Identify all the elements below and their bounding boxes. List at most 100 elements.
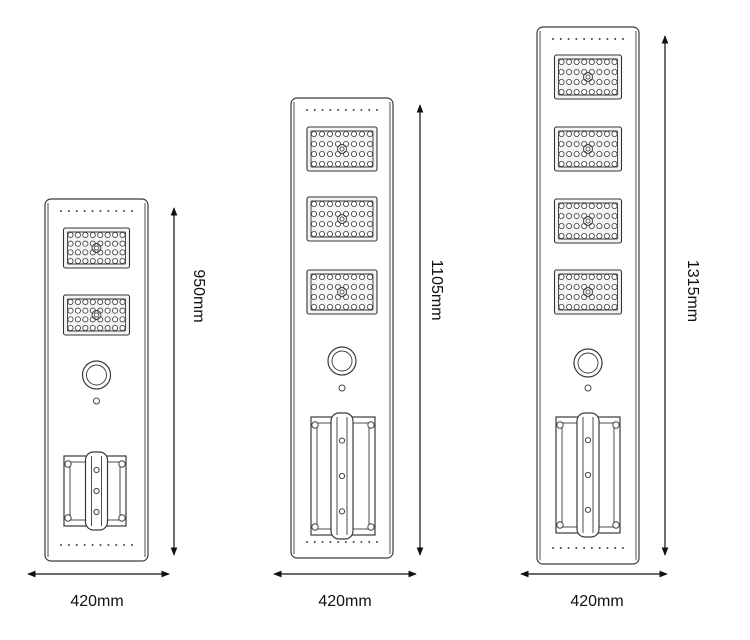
led-bead xyxy=(611,232,618,239)
led-bead xyxy=(342,160,349,167)
led-bead xyxy=(603,212,610,219)
clamp-bolt xyxy=(338,437,346,444)
led-bead xyxy=(596,293,603,300)
led-bead xyxy=(581,89,588,96)
led-bead xyxy=(97,231,104,238)
led-bead xyxy=(566,150,573,157)
led-bead xyxy=(326,273,333,280)
led-bead xyxy=(112,240,119,247)
led-bead xyxy=(588,130,595,137)
led-bead xyxy=(573,150,580,157)
led-panel-center-ring xyxy=(91,243,102,253)
led-bead xyxy=(566,283,573,290)
led-bead xyxy=(82,298,89,305)
vent-dot-bottom xyxy=(123,544,126,546)
led-panel-inner xyxy=(310,273,374,311)
led-bead xyxy=(97,324,104,331)
led-panel xyxy=(553,198,623,244)
led-bead xyxy=(581,273,588,280)
led-bead xyxy=(342,220,349,227)
vent-dot-bottom xyxy=(376,541,378,543)
led-bead xyxy=(119,240,126,247)
led-bead xyxy=(342,230,349,237)
mounting-screw-hole xyxy=(612,521,620,529)
led-bead xyxy=(573,212,580,219)
led-bead xyxy=(342,293,349,300)
vent-dot-top xyxy=(552,38,554,40)
led-bead xyxy=(596,89,603,96)
vent-dot-bottom xyxy=(67,544,70,546)
led-bead xyxy=(596,140,603,147)
led-bead xyxy=(82,257,89,264)
height-label-light-1: 950mm xyxy=(190,269,207,322)
led-bead xyxy=(366,230,373,237)
led-bead xyxy=(89,257,96,264)
led-bead xyxy=(611,202,618,209)
vent-dot-bottom xyxy=(60,544,62,546)
vent-dot-bottom xyxy=(583,547,586,549)
led-bead xyxy=(310,293,317,300)
led-bead xyxy=(558,130,565,137)
vent-dot-top xyxy=(337,109,340,111)
led-bead xyxy=(318,283,325,290)
led-bead xyxy=(366,210,373,217)
led-bead xyxy=(366,140,373,147)
led-bead xyxy=(596,222,603,229)
width-label-light-1: 420mm xyxy=(70,593,123,610)
led-bead xyxy=(334,200,341,207)
led-bead xyxy=(104,307,111,314)
vent-dot-bottom xyxy=(115,544,118,546)
led-bead xyxy=(566,212,573,219)
led-bead xyxy=(603,150,610,157)
led-bead xyxy=(350,200,357,207)
led-bead xyxy=(558,212,565,219)
led-bead xyxy=(318,140,325,147)
led-bead xyxy=(358,140,365,147)
led-bead xyxy=(334,293,341,300)
led-bead xyxy=(67,324,74,331)
street-light-2-panels xyxy=(27,198,178,578)
vent-dot-bottom xyxy=(575,547,578,549)
led-bead xyxy=(611,212,618,219)
led-bead xyxy=(566,79,573,86)
led-bead xyxy=(596,303,603,310)
vent-dot-top xyxy=(115,210,118,212)
led-bead xyxy=(366,150,373,157)
led-bead xyxy=(603,160,610,167)
led-bead xyxy=(581,202,588,209)
led-bead xyxy=(74,316,81,323)
street-light-3-panels xyxy=(273,97,424,578)
led-panel-center-ring xyxy=(91,310,102,320)
led-panel-inner xyxy=(558,273,618,311)
motion-sensor-lens xyxy=(577,352,599,374)
led-bead xyxy=(334,150,341,157)
led-bead xyxy=(119,249,126,256)
led-bead xyxy=(318,230,325,237)
led-bead xyxy=(588,273,595,280)
led-bead xyxy=(74,240,81,247)
led-bead xyxy=(558,150,565,157)
vent-dot-top xyxy=(598,38,601,40)
led-bead xyxy=(67,249,74,256)
led-bead xyxy=(342,273,349,280)
led-bead xyxy=(334,273,341,280)
led-bead xyxy=(104,324,111,331)
led-bead xyxy=(573,202,580,209)
led-bead xyxy=(611,150,618,157)
indicator-light xyxy=(584,384,592,392)
led-bead xyxy=(366,283,373,290)
clamp-bolt xyxy=(93,508,100,516)
led-bead xyxy=(358,200,365,207)
led-bead xyxy=(310,283,317,290)
led-bead xyxy=(558,202,565,209)
led-bead xyxy=(310,140,317,147)
led-bead xyxy=(603,273,610,280)
led-bead xyxy=(603,293,610,300)
led-bead xyxy=(558,283,565,290)
led-panel-inner xyxy=(67,231,126,265)
led-bead xyxy=(89,324,96,331)
led-panel xyxy=(553,54,623,100)
led-panel-center-dot xyxy=(585,74,591,80)
led-bead xyxy=(611,273,618,280)
